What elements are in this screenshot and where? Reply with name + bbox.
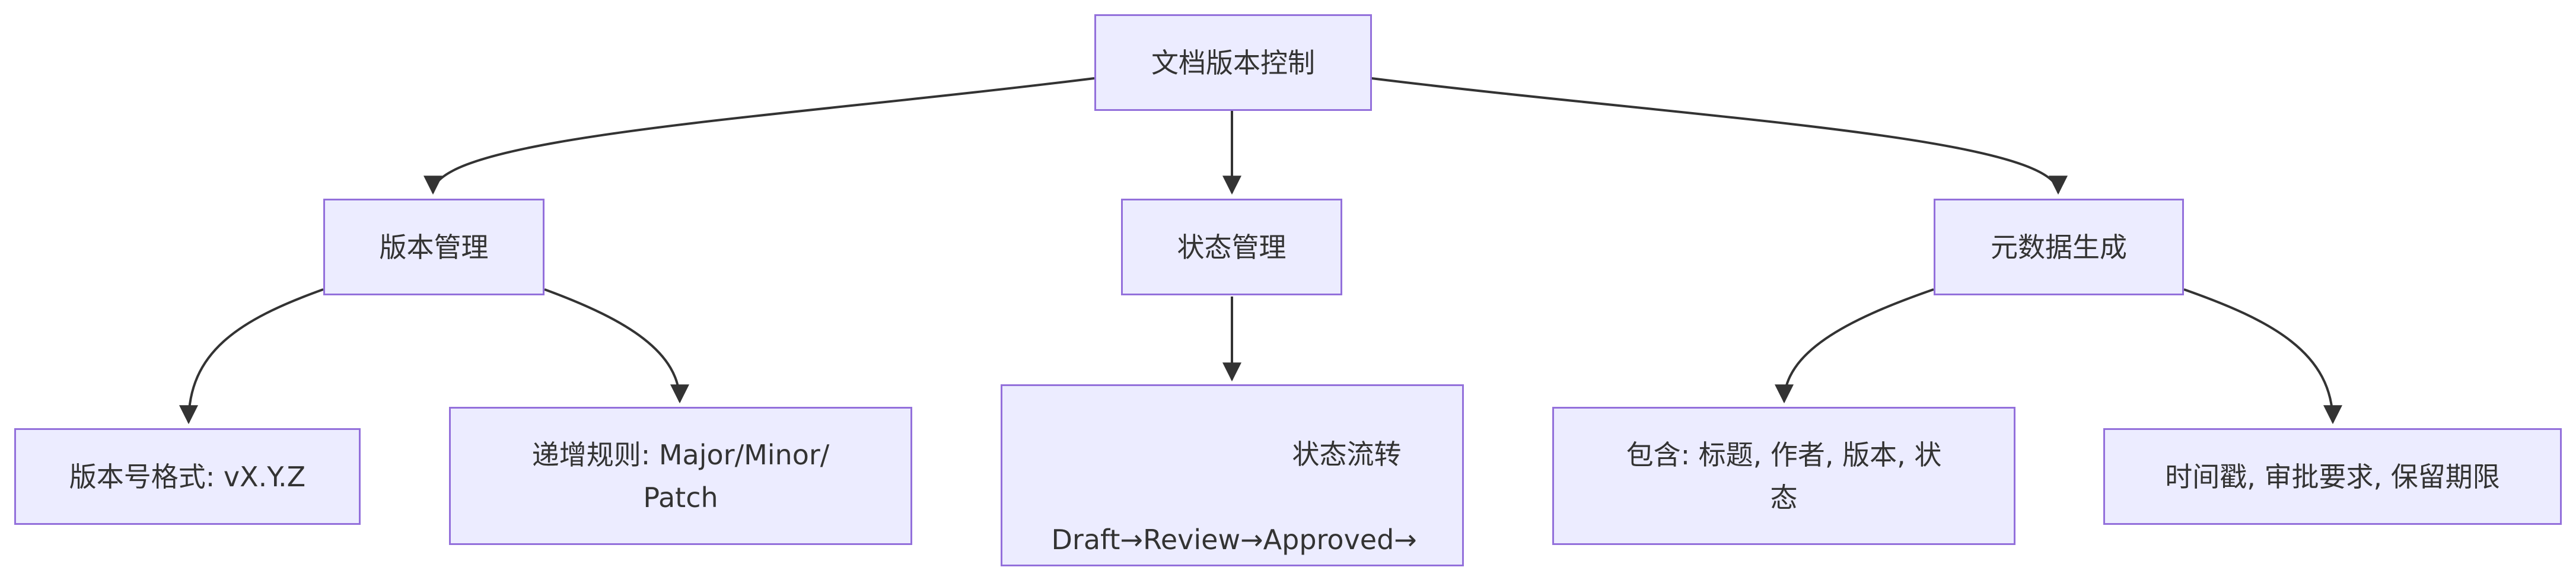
node-state-flow-line2: Draft→Review→Approved→ bbox=[1051, 523, 1417, 556]
node-version-management-label: 版本管理 bbox=[379, 231, 489, 263]
node-state-management: 状态管理 bbox=[1121, 199, 1342, 295]
node-metadata-generation: 元数据生成 bbox=[1934, 199, 2184, 295]
root-node: 文档版本控制 bbox=[1094, 14, 1372, 111]
node-version-format-label: 版本号格式: vX.Y.Z bbox=[69, 460, 306, 493]
node-state-flow-line1: 状态流转 bbox=[1292, 438, 1402, 470]
node-increment-rule: 递增规则: Major/Minor/ Patch bbox=[449, 407, 912, 545]
edge-version-to-format bbox=[179, 288, 324, 425]
node-metadata-timestamp-label: 时间戳, 审批要求, 保留期限 bbox=[2165, 460, 2500, 493]
edge-version-to-rule bbox=[544, 288, 689, 404]
root-node-label: 文档版本控制 bbox=[1151, 46, 1315, 79]
node-metadata-contains: 包含: 标题, 作者, 版本, 状 态 bbox=[1552, 407, 2015, 545]
edge-root-to-version bbox=[424, 77, 1095, 195]
node-version-format: 版本号格式: vX.Y.Z bbox=[14, 428, 361, 525]
node-version-management: 版本管理 bbox=[323, 199, 545, 295]
edge-metadata-to-timestamp bbox=[2183, 288, 2342, 425]
edge-root-to-metadata bbox=[1371, 77, 2068, 195]
node-state-flow: 状态流转 Draft→Review→Approved→ bbox=[1001, 384, 1464, 566]
node-metadata-generation-label: 元数据生成 bbox=[1991, 231, 2127, 263]
edge-metadata-to-contains bbox=[1775, 288, 1934, 404]
node-state-management-label: 状态管理 bbox=[1177, 231, 1287, 263]
node-metadata-contains-label: 包含: 标题, 作者, 版本, 状 态 bbox=[1626, 438, 1942, 514]
node-increment-rule-label: 递增规则: Major/Minor/ Patch bbox=[531, 438, 830, 514]
node-metadata-timestamp: 时间戳, 审批要求, 保留期限 bbox=[2103, 428, 2562, 525]
